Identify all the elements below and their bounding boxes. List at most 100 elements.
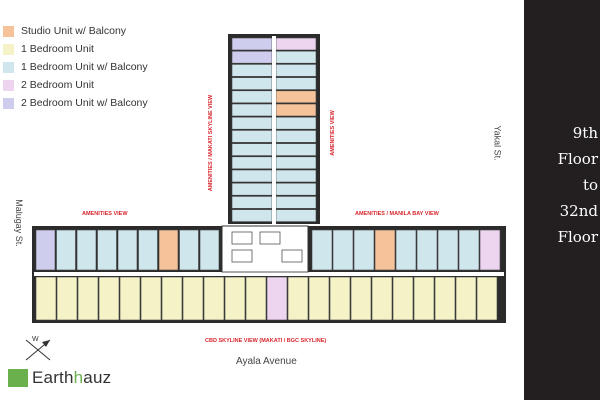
unit-cell	[332, 229, 354, 271]
unit-cell	[371, 276, 393, 321]
legend-item: Studio Unit w/ Balcony	[3, 22, 148, 40]
unit-cell	[231, 90, 273, 104]
unit-cell	[35, 229, 56, 271]
unit-cell	[231, 50, 273, 64]
unit-cell	[97, 229, 117, 271]
unit-cell	[275, 209, 317, 222]
unit-cell	[231, 130, 273, 143]
unit-cell	[182, 276, 204, 321]
unit-cell	[231, 103, 273, 117]
unit-cell	[266, 276, 288, 321]
unit-cell	[275, 130, 317, 143]
unit-cell	[231, 37, 273, 51]
unit-cell	[476, 276, 498, 321]
legend-swatch	[3, 25, 14, 37]
unit-cell	[479, 229, 501, 271]
unit-cell	[434, 276, 456, 321]
unit-cell	[275, 50, 317, 64]
legend-swatch	[3, 61, 14, 73]
unit-cell	[231, 143, 273, 156]
street-ayala: Ayala Avenue	[236, 356, 297, 367]
unit-cell	[231, 156, 273, 170]
unit-cell	[56, 276, 78, 321]
street-yakal: Yakal St.	[492, 125, 503, 161]
legend-swatch	[3, 79, 14, 91]
compass: W	[20, 330, 60, 375]
unit-cell	[275, 182, 317, 196]
compass-letter: W	[32, 336, 39, 343]
unit-cell	[416, 229, 438, 271]
legend-swatch	[3, 43, 14, 55]
unit-cell	[275, 143, 317, 156]
unit-cell	[350, 276, 372, 321]
unit-cell	[275, 90, 317, 104]
unit-cell	[275, 156, 317, 170]
unit-cell	[275, 64, 317, 77]
unit-cell	[179, 229, 199, 271]
unit-cell	[35, 276, 57, 321]
legend-swatch	[3, 97, 14, 109]
floor-plan	[32, 34, 506, 323]
legend-label: 1 Bedroom Unit w/ Balcony	[21, 61, 148, 73]
legend-label: Studio Unit w/ Balcony	[21, 25, 127, 37]
earthauz-logo: Earthhauz	[0, 356, 140, 400]
unit-cell	[199, 229, 220, 271]
elevator-core	[221, 225, 309, 273]
unit-cell	[231, 116, 273, 130]
unit-cell	[413, 276, 435, 321]
unit-cell	[119, 276, 141, 321]
unit-cell	[275, 116, 317, 130]
unit-cell	[203, 276, 225, 321]
unit-cell	[231, 182, 273, 196]
unit-cell	[231, 196, 273, 209]
logo-text: Earthhauz	[32, 368, 112, 387]
legend-item: 1 Bedroom Unit w/ Balcony	[3, 58, 148, 76]
legend-item: 2 Bedroom Unit w/ Balcony	[3, 94, 148, 112]
legend-label: 2 Bedroom Unit	[21, 79, 94, 91]
unit-cell	[275, 77, 317, 90]
unit-cell	[329, 276, 351, 321]
unit-cell	[437, 229, 459, 271]
unit-cell	[224, 276, 246, 321]
view-label-makati-skyline: AMENITIES / MAKATI SKYLINE VIEW	[208, 94, 215, 192]
unit-cell	[311, 229, 333, 271]
view-label-amenities-left: AMENITIES VIEW	[82, 211, 128, 217]
floor-range-label: 9th Floor to 32nd Floor	[557, 124, 598, 246]
unit-cell	[374, 229, 396, 271]
unit-cell	[231, 169, 273, 183]
legend-item: 2 Bedroom Unit	[3, 76, 148, 94]
unit-cell	[231, 64, 273, 77]
view-label-manila-bay: AMENITIES / MANILA BAY VIEW	[355, 211, 439, 217]
unit-cell	[275, 37, 317, 51]
unit-cell	[308, 276, 330, 321]
wing-corridor	[34, 272, 504, 276]
unit-cell	[231, 77, 273, 90]
legend-item: 1 Bedroom Unit	[3, 40, 148, 58]
unit-cell	[158, 229, 179, 271]
unit-cell	[353, 229, 375, 271]
unit-cell	[98, 276, 120, 321]
house-icon	[8, 369, 28, 387]
unit-cell	[395, 229, 417, 271]
unit-cell	[76, 229, 97, 271]
unit-cell	[161, 276, 183, 321]
unit-cell	[275, 169, 317, 183]
unit-cell	[77, 276, 99, 321]
unit-cell	[117, 229, 138, 271]
tower-corridor	[272, 36, 276, 224]
unit-cell	[458, 229, 480, 271]
unit-cell	[140, 276, 162, 321]
unit-cell	[455, 276, 477, 321]
unit-legend: Studio Unit w/ Balcony 1 Bedroom Unit 1 …	[3, 22, 148, 112]
unit-cell	[231, 209, 273, 222]
compass-icon	[25, 339, 51, 361]
unit-cell	[287, 276, 309, 321]
view-label-amenities-right: AMENITIES VIEW	[329, 110, 336, 156]
view-label-cbd-skyline: CBD SKYLINE VIEW (MAKATI / BGC SKYLINE)	[205, 338, 327, 344]
unit-cell	[275, 103, 317, 117]
legend-label: 1 Bedroom Unit	[21, 43, 94, 55]
unit-cell	[275, 196, 317, 209]
unit-cell	[138, 229, 158, 271]
street-malugay: Malugay St.	[13, 199, 24, 247]
